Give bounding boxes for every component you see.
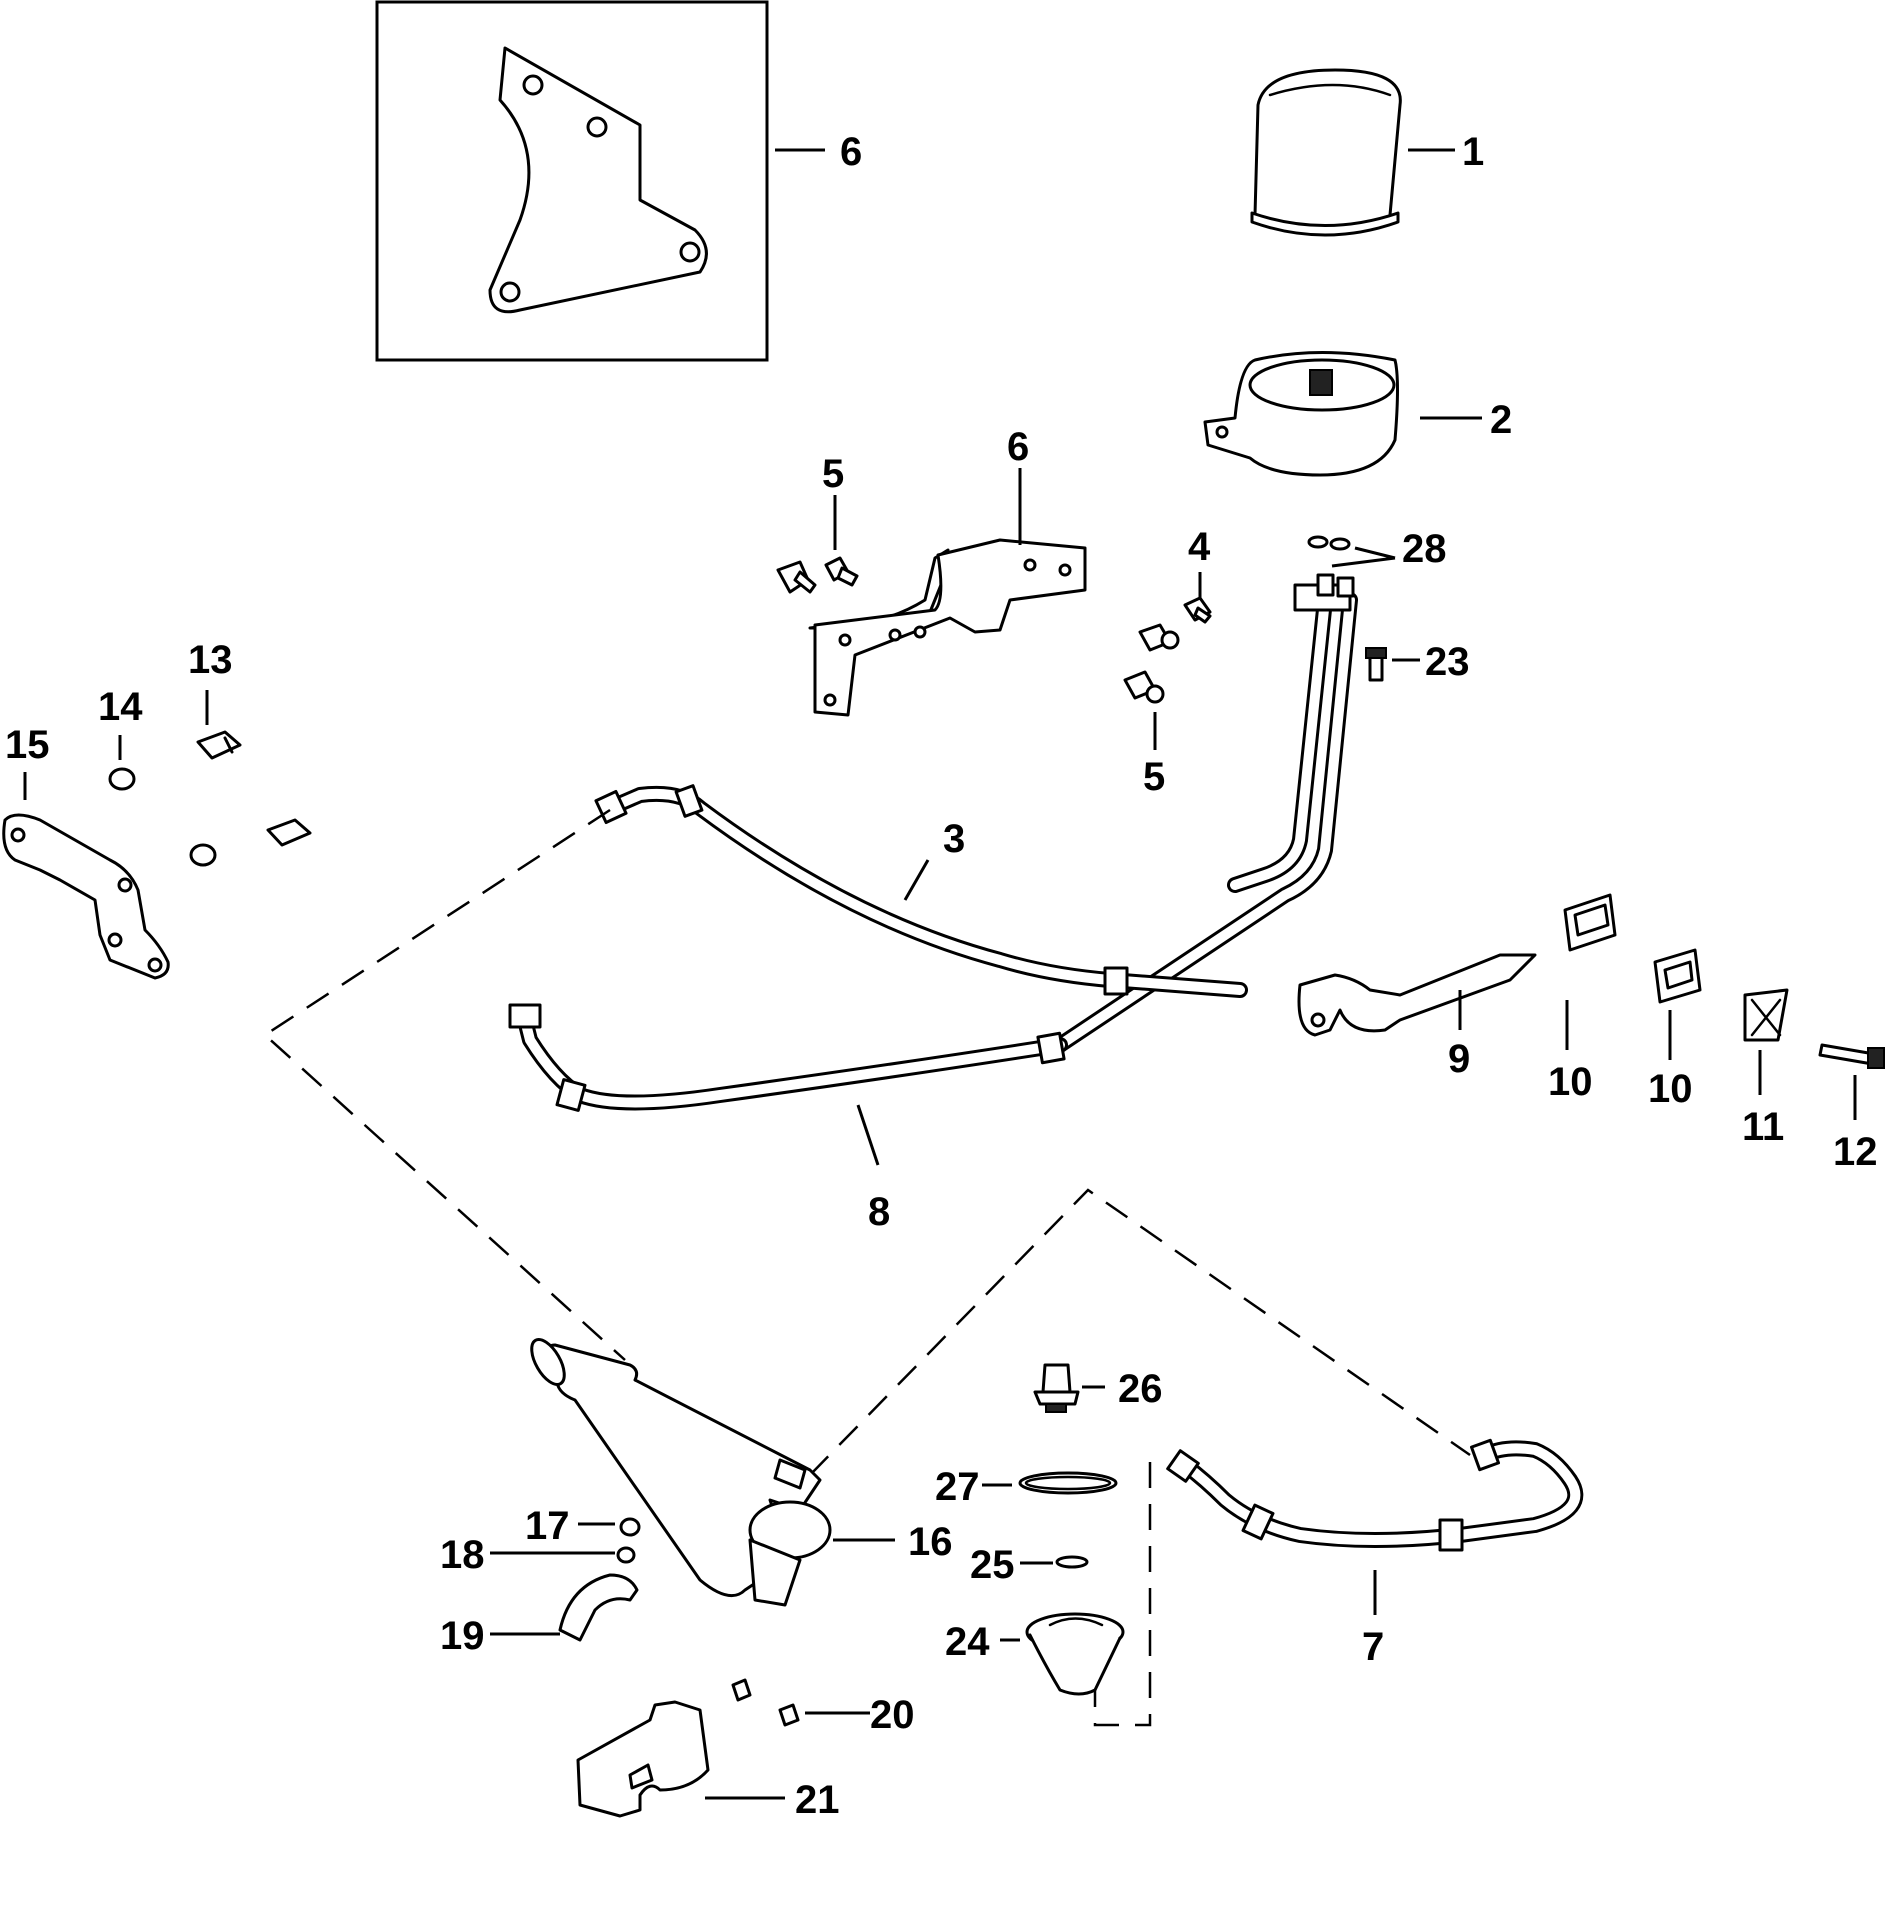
callout-6-bracket: 6: [1007, 425, 1029, 469]
leader-28a: [1354, 546, 1396, 560]
dashed-link-left: [262, 808, 626, 1361]
metal-tube: [1052, 573, 1358, 1053]
callout-15: 15: [5, 723, 50, 767]
clip-10b: [1653, 948, 1702, 1004]
callout-10b: 10: [1648, 1067, 1693, 1111]
callout-13: 13: [188, 638, 233, 682]
dashed-link-right: [809, 1188, 1471, 1476]
callout-5-upper: 5: [822, 452, 844, 496]
oring-25: [1055, 1555, 1089, 1569]
leader-8: [856, 1104, 880, 1166]
callout-9: 9: [1448, 1037, 1470, 1081]
clamp-19: [558, 1573, 639, 1642]
callout-14: 14: [98, 685, 143, 729]
callout-18: 18: [440, 1533, 485, 1577]
callout-2: 2: [1490, 398, 1512, 442]
callout-26: 26: [1118, 1367, 1163, 1411]
nut-17: [619, 1517, 641, 1537]
callout-25: 25: [970, 1543, 1015, 1587]
hose-8: [508, 1003, 1068, 1112]
callout-12: 12: [1833, 1130, 1878, 1174]
cooler-16: [530, 1338, 832, 1607]
screw-20: [731, 1678, 800, 1727]
leader-28b: [1331, 556, 1396, 568]
dashed-link-bottom: [1093, 1462, 1152, 1727]
reservoir-base-24: [1025, 1612, 1125, 1696]
clamp-21: [576, 1700, 710, 1818]
callout-1: 1: [1462, 130, 1484, 174]
gasket-27: [1018, 1471, 1118, 1495]
callout-19: 19: [440, 1614, 485, 1658]
angle-bracket: [808, 538, 1087, 717]
clip-10a: [1563, 893, 1617, 952]
callout-21: 21: [795, 1778, 840, 1822]
bolt-4: [1183, 596, 1212, 624]
callout-17: 17: [525, 1504, 570, 1548]
hose-3: [594, 784, 1248, 998]
bolt-23: [1365, 647, 1387, 682]
strap-bracket-9: [1297, 953, 1537, 1037]
callout-6-inset: 6: [840, 130, 862, 174]
callout-24: 24: [945, 1620, 990, 1664]
filter-canister: [1250, 68, 1402, 237]
bolt-13: [196, 730, 312, 847]
washer-18: [616, 1546, 636, 1564]
hose-7: [1166, 1438, 1584, 1552]
callout-5-lower: 5: [1143, 755, 1165, 799]
leader-3: [903, 859, 930, 901]
bolt-5-upper: [776, 556, 859, 594]
callout-10a: 10: [1548, 1060, 1593, 1104]
bolt-5-lower: [1123, 623, 1180, 704]
bracket-15: [2, 813, 170, 980]
washer-28: [1307, 535, 1351, 551]
callout-8: 8: [868, 1190, 890, 1234]
callout-7: 7: [1362, 1625, 1384, 1669]
inset-mounting-plate: [488, 46, 708, 314]
filter-base: [1203, 351, 1399, 477]
pad-11: [1743, 988, 1789, 1042]
bolt-12: [1818, 1043, 1885, 1069]
callout-11: 11: [1742, 1105, 1784, 1149]
inset-box: [375, 0, 769, 362]
callout-4: 4: [1188, 525, 1211, 569]
callout-20: 20: [870, 1693, 915, 1737]
callout-16: 16: [908, 1520, 953, 1564]
cap-26: [1033, 1363, 1080, 1413]
callout-28: 28: [1402, 527, 1447, 571]
callout-23: 23: [1425, 640, 1470, 684]
washer-14: [108, 767, 217, 867]
callout-27: 27: [935, 1465, 980, 1509]
callout-3: 3: [943, 817, 965, 861]
